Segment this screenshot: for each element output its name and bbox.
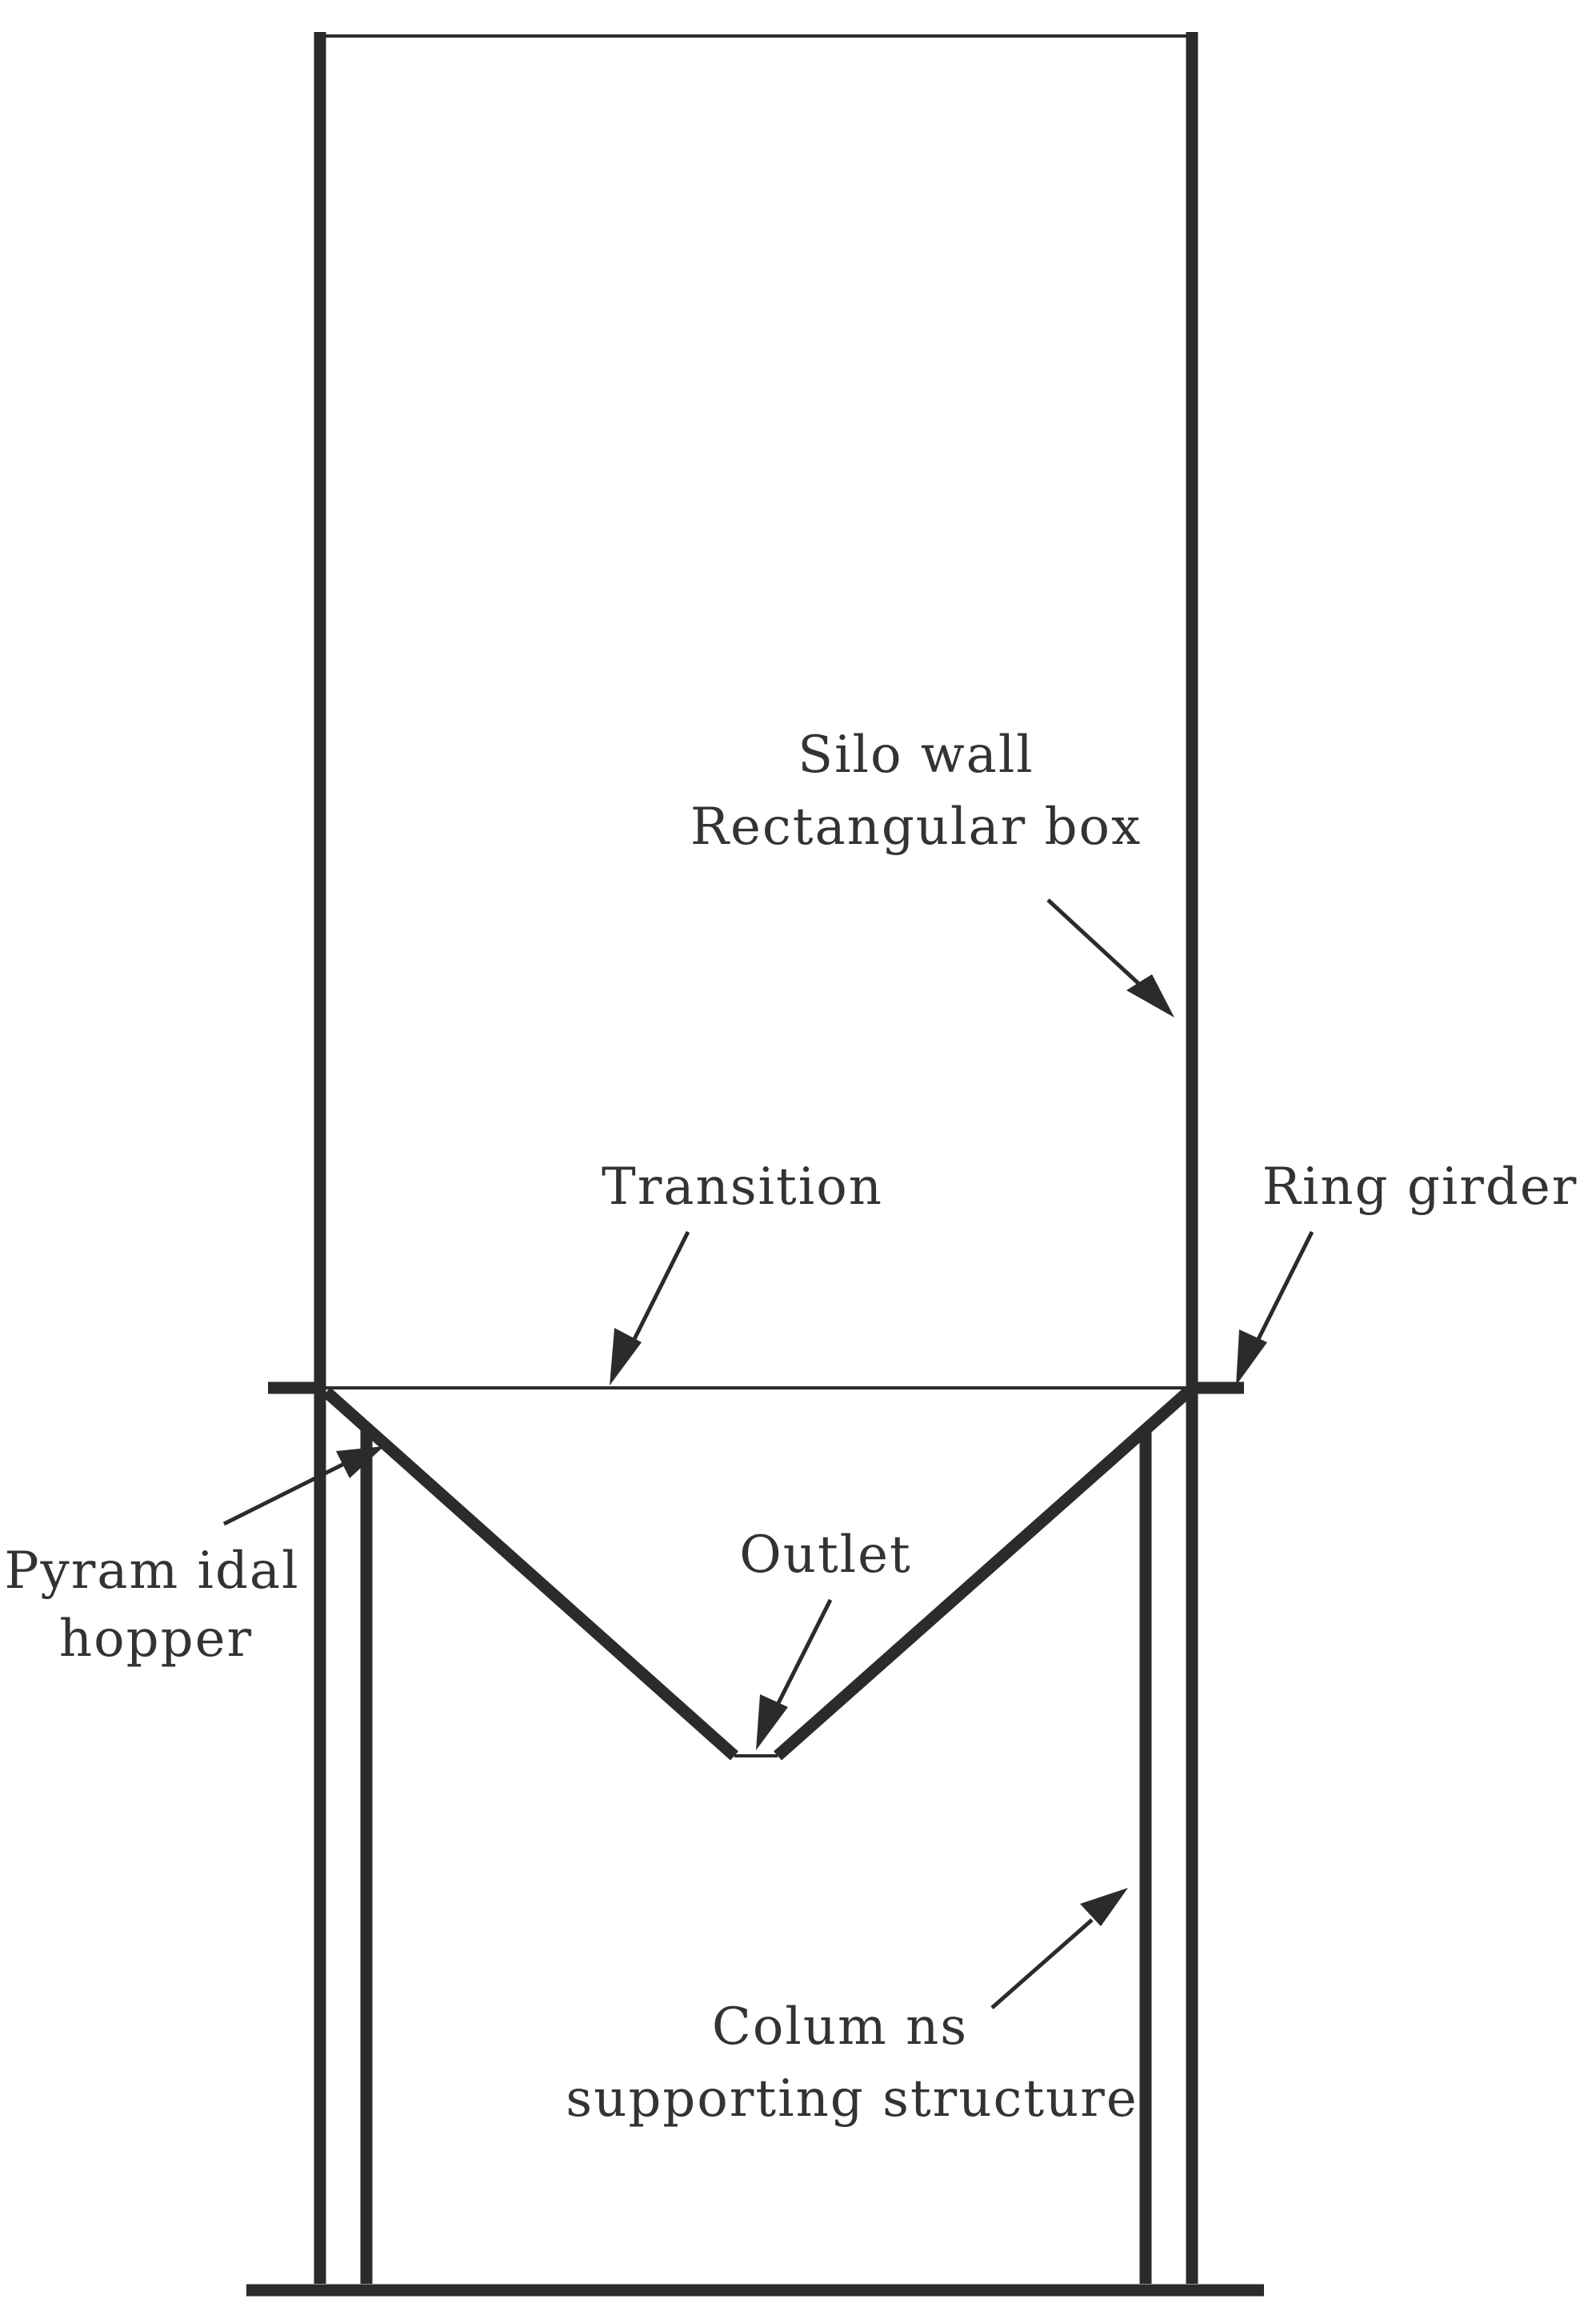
arrow-ring-girder [1236,1230,1314,1385]
label-outlet: Outlet [739,1525,911,1585]
hopper-left [322,1387,738,1761]
label-columns: Colum ns [712,1997,968,2057]
label-supporting-structure: supporting structure [566,2069,1138,2129]
label-pyramidal: Pyram idal [4,1541,299,1601]
arrow-silo-wall [1046,898,1174,1018]
arrow-outlet [756,1598,833,1750]
arrow-pyramidal-hopper [222,1446,384,1526]
label-hopper: hopper [59,1609,253,1669]
label-silo-wall: Silo wall [798,726,1034,785]
label-ring-girder: Ring girder [1262,1158,1578,1217]
label-rectangular-box: Rectangular box [690,798,1142,857]
hopper-right [774,1387,1192,1761]
arrow-transition [610,1230,690,1385]
label-transition: Transition [602,1158,883,1217]
arrow-columns [990,1888,1128,2009]
